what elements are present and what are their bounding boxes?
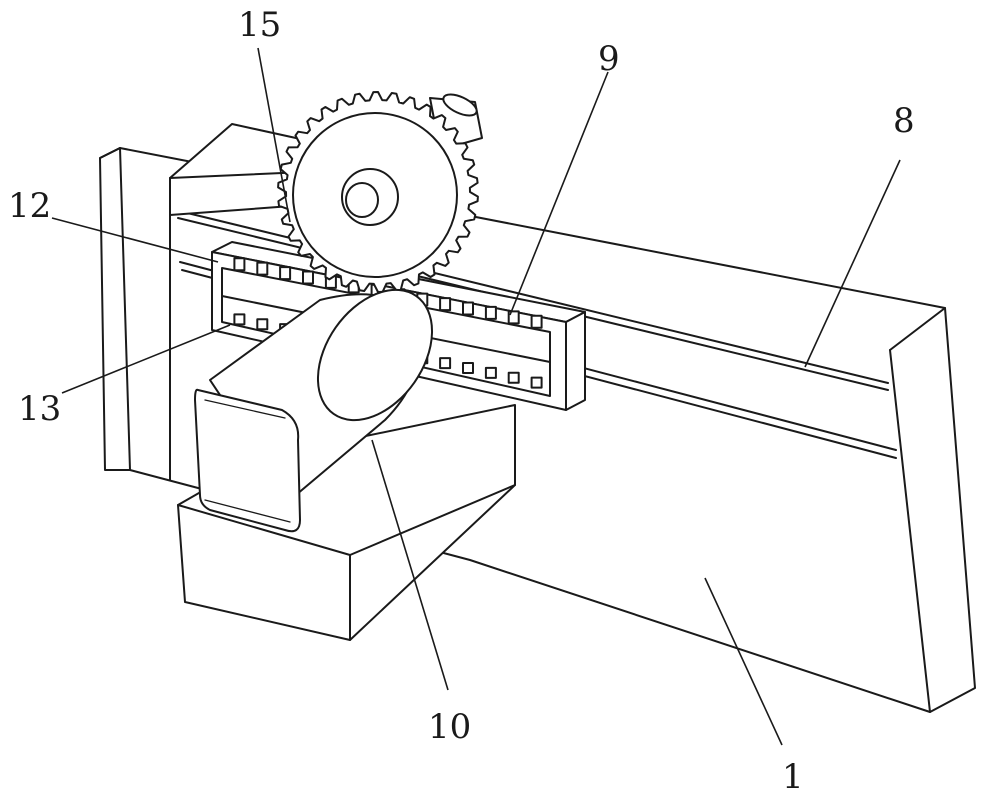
label-13: 13 xyxy=(18,389,61,429)
rack-tooth xyxy=(530,314,543,329)
rack-tooth xyxy=(439,357,452,370)
label-1: 1 xyxy=(782,757,804,797)
rack-tooth xyxy=(439,297,452,312)
rack-tooth xyxy=(462,301,474,316)
rack-tooth xyxy=(484,305,497,320)
rack-tooth xyxy=(530,376,543,389)
gear-shaft xyxy=(345,182,379,218)
gear-assembly xyxy=(277,91,483,293)
mount-block xyxy=(169,123,306,481)
label-8: 8 xyxy=(893,101,915,141)
rack-tooth xyxy=(256,318,269,331)
label-10: 10 xyxy=(428,707,471,747)
label-9: 9 xyxy=(598,39,620,79)
label-15: 15 xyxy=(238,5,281,45)
leader-lines xyxy=(51,47,901,746)
rack-tooth xyxy=(233,257,246,272)
rack-tooth xyxy=(484,366,497,379)
motor-body xyxy=(194,288,434,533)
rack-tooth xyxy=(233,313,246,326)
rack-tooth xyxy=(507,310,520,325)
rack-tooth xyxy=(507,371,520,384)
label-12: 12 xyxy=(8,186,51,226)
rack-teeth-upper xyxy=(233,257,543,329)
rack-tooth xyxy=(302,270,314,285)
rack-tooth xyxy=(279,266,292,281)
rack-tooth xyxy=(256,261,269,276)
rack-tooth xyxy=(462,362,474,374)
